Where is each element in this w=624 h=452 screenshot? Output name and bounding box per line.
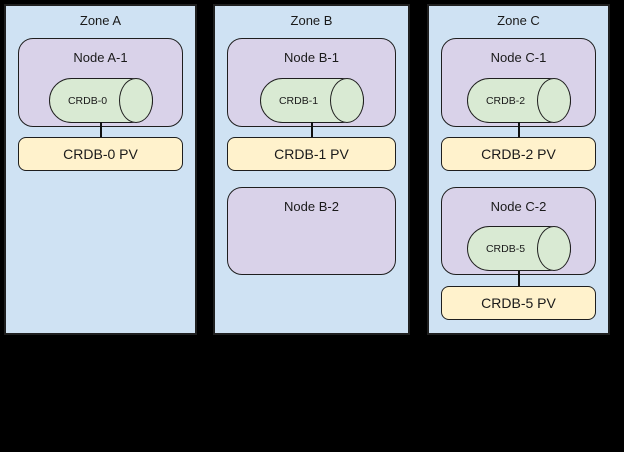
crdb-5-pod-cylinder: CRDB-5 (466, 226, 571, 271)
crdb-0-pv-label: CRDB-0 PV (63, 146, 138, 162)
crdb-5-pod-label: CRDB-5 (485, 242, 526, 255)
crdb-5-pv-box: CRDB-5 PV (441, 286, 596, 320)
zone-b: Zone B Node B-1 CRDB-1 CRDB-1 PV Node B-… (213, 4, 410, 335)
crdb-0-pv-box: CRDB-0 PV (18, 137, 183, 171)
node-c1: Node C-1 CRDB-2 (441, 38, 596, 127)
zone-a: Zone A Node A-1 CRDB-0 CRDB-0 PV (4, 4, 197, 335)
cylinder-cap-icon (536, 226, 571, 271)
cylinder-cap-icon (536, 78, 571, 123)
zone-c-title: Zone C (497, 13, 540, 28)
cylinder-cap-icon (118, 78, 153, 123)
node-b2-title: Node B-2 (284, 199, 339, 214)
node-a1: Node A-1 CRDB-0 (18, 38, 183, 127)
node-a1-title: Node A-1 (73, 50, 128, 65)
node-b1-title: Node B-1 (284, 50, 339, 65)
node-c1-title: Node C-1 (490, 50, 547, 65)
node-c2: Node C-2 CRDB-5 (441, 187, 596, 275)
pod-to-pv-connector (517, 271, 520, 286)
crdb-1-pod-label: CRDB-1 (278, 94, 319, 107)
pod-to-pv-connector (310, 122, 313, 137)
zone-c: Zone C Node C-1 CRDB-2 CRDB-2 PV Node C-… (427, 4, 610, 335)
node-c2-title: Node C-2 (490, 199, 547, 214)
crdb-0-pod-cylinder: CRDB-0 (48, 78, 153, 123)
cylinder-cap-icon (329, 78, 364, 123)
zone-a-title: Zone A (79, 13, 122, 28)
crdb-0-pod-label: CRDB-0 (67, 94, 108, 107)
zone-b-title: Zone B (290, 13, 333, 28)
crdb-2-pod-label: CRDB-2 (485, 94, 526, 107)
pod-to-pv-connector (517, 122, 520, 137)
node-b2: Node B-2 (227, 187, 396, 275)
crdb-2-pv-label: CRDB-2 PV (481, 146, 556, 162)
node-b1: Node B-1 CRDB-1 (227, 38, 396, 127)
pod-to-pv-connector (99, 122, 102, 137)
crdb-1-pv-label: CRDB-1 PV (274, 146, 349, 162)
crdb-2-pod-cylinder: CRDB-2 (466, 78, 571, 123)
crdb-2-pv-box: CRDB-2 PV (441, 137, 596, 171)
crdb-1-pv-box: CRDB-1 PV (227, 137, 396, 171)
crdb-5-pv-label: CRDB-5 PV (481, 295, 556, 311)
crdb-1-pod-cylinder: CRDB-1 (259, 78, 364, 123)
